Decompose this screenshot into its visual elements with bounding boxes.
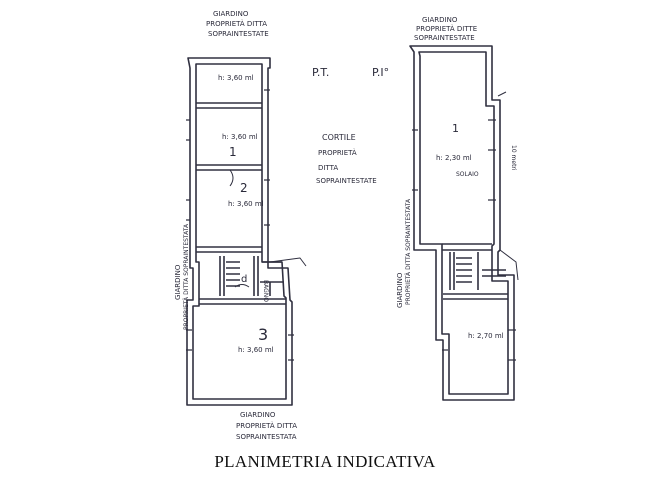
first-room1-number: 1 (452, 122, 459, 135)
ground-top-owner-label: PROPRIETÀ DITTA (206, 19, 267, 28)
first-room2-height: h: 2,70 ml (468, 332, 504, 340)
ground-room2-height: h: 3,60 ml (222, 133, 258, 141)
courtyard-owner-label-2: DITTA (318, 164, 338, 172)
first-floor-plan (409, 45, 519, 401)
first-left-garden-label: GIARDINO (396, 272, 404, 308)
first-right-scale-note: 10 metri (510, 145, 517, 171)
courtyard-owner-label: PROPRIETÀ (318, 148, 357, 157)
ground-room1-height: h: 3,60 ml (218, 74, 254, 82)
ground-level-label: P.T. (312, 66, 329, 79)
ground-bath-label: BAGNO (262, 280, 269, 302)
ground-d-label: d (241, 274, 247, 285)
courtyard-owner-label-3: SOPRAINTESTATE (316, 177, 377, 185)
ground-room3-height: h: 3,60 ml (228, 200, 264, 208)
ground-left-owner-label: PROPRIETÀ DITTA SOPRAINTESTATA (183, 223, 190, 330)
first-room1-height: h: 2,30 ml (436, 154, 472, 162)
ground-top-garden-label: GIARDINO (213, 10, 249, 18)
ground-bottom-garden-label: GIARDINO (240, 411, 276, 419)
ground-room3-number: 2 (240, 181, 248, 195)
ground-left-garden-label: GIARDINO (174, 264, 182, 300)
plan-caption: PLANIMETRIA INDICATIVA (214, 452, 436, 471)
ground-bottom-owner-label: PROPRIETÀ DITTA (236, 421, 297, 430)
courtyard-label: CORTILE (322, 133, 356, 142)
first-left-owner-label: PROPRIETÀ DITTA SOPRAINTESTATA (405, 198, 412, 305)
first-top-garden-label: GIARDINO (422, 16, 458, 24)
ground-room2-number: 1 (229, 145, 237, 159)
ground-top-owner-label-2: SOPRAINTESTATE (208, 30, 269, 38)
first-level-label: P.I° (372, 66, 389, 79)
ground-room4-number: 3 (258, 325, 268, 344)
ground-room4-height: h: 3,60 ml (238, 346, 274, 354)
first-top-owner-label-2: SOPRAINTESTATE (414, 34, 475, 42)
first-top-owner-label: PROPRIETÀ DITTE (416, 24, 477, 33)
first-room1-note: SOLAIO (456, 171, 479, 178)
ground-bottom-owner-label-2: SOPRAINTESTATA (236, 433, 297, 441)
ground-floor-plan (186, 57, 307, 406)
